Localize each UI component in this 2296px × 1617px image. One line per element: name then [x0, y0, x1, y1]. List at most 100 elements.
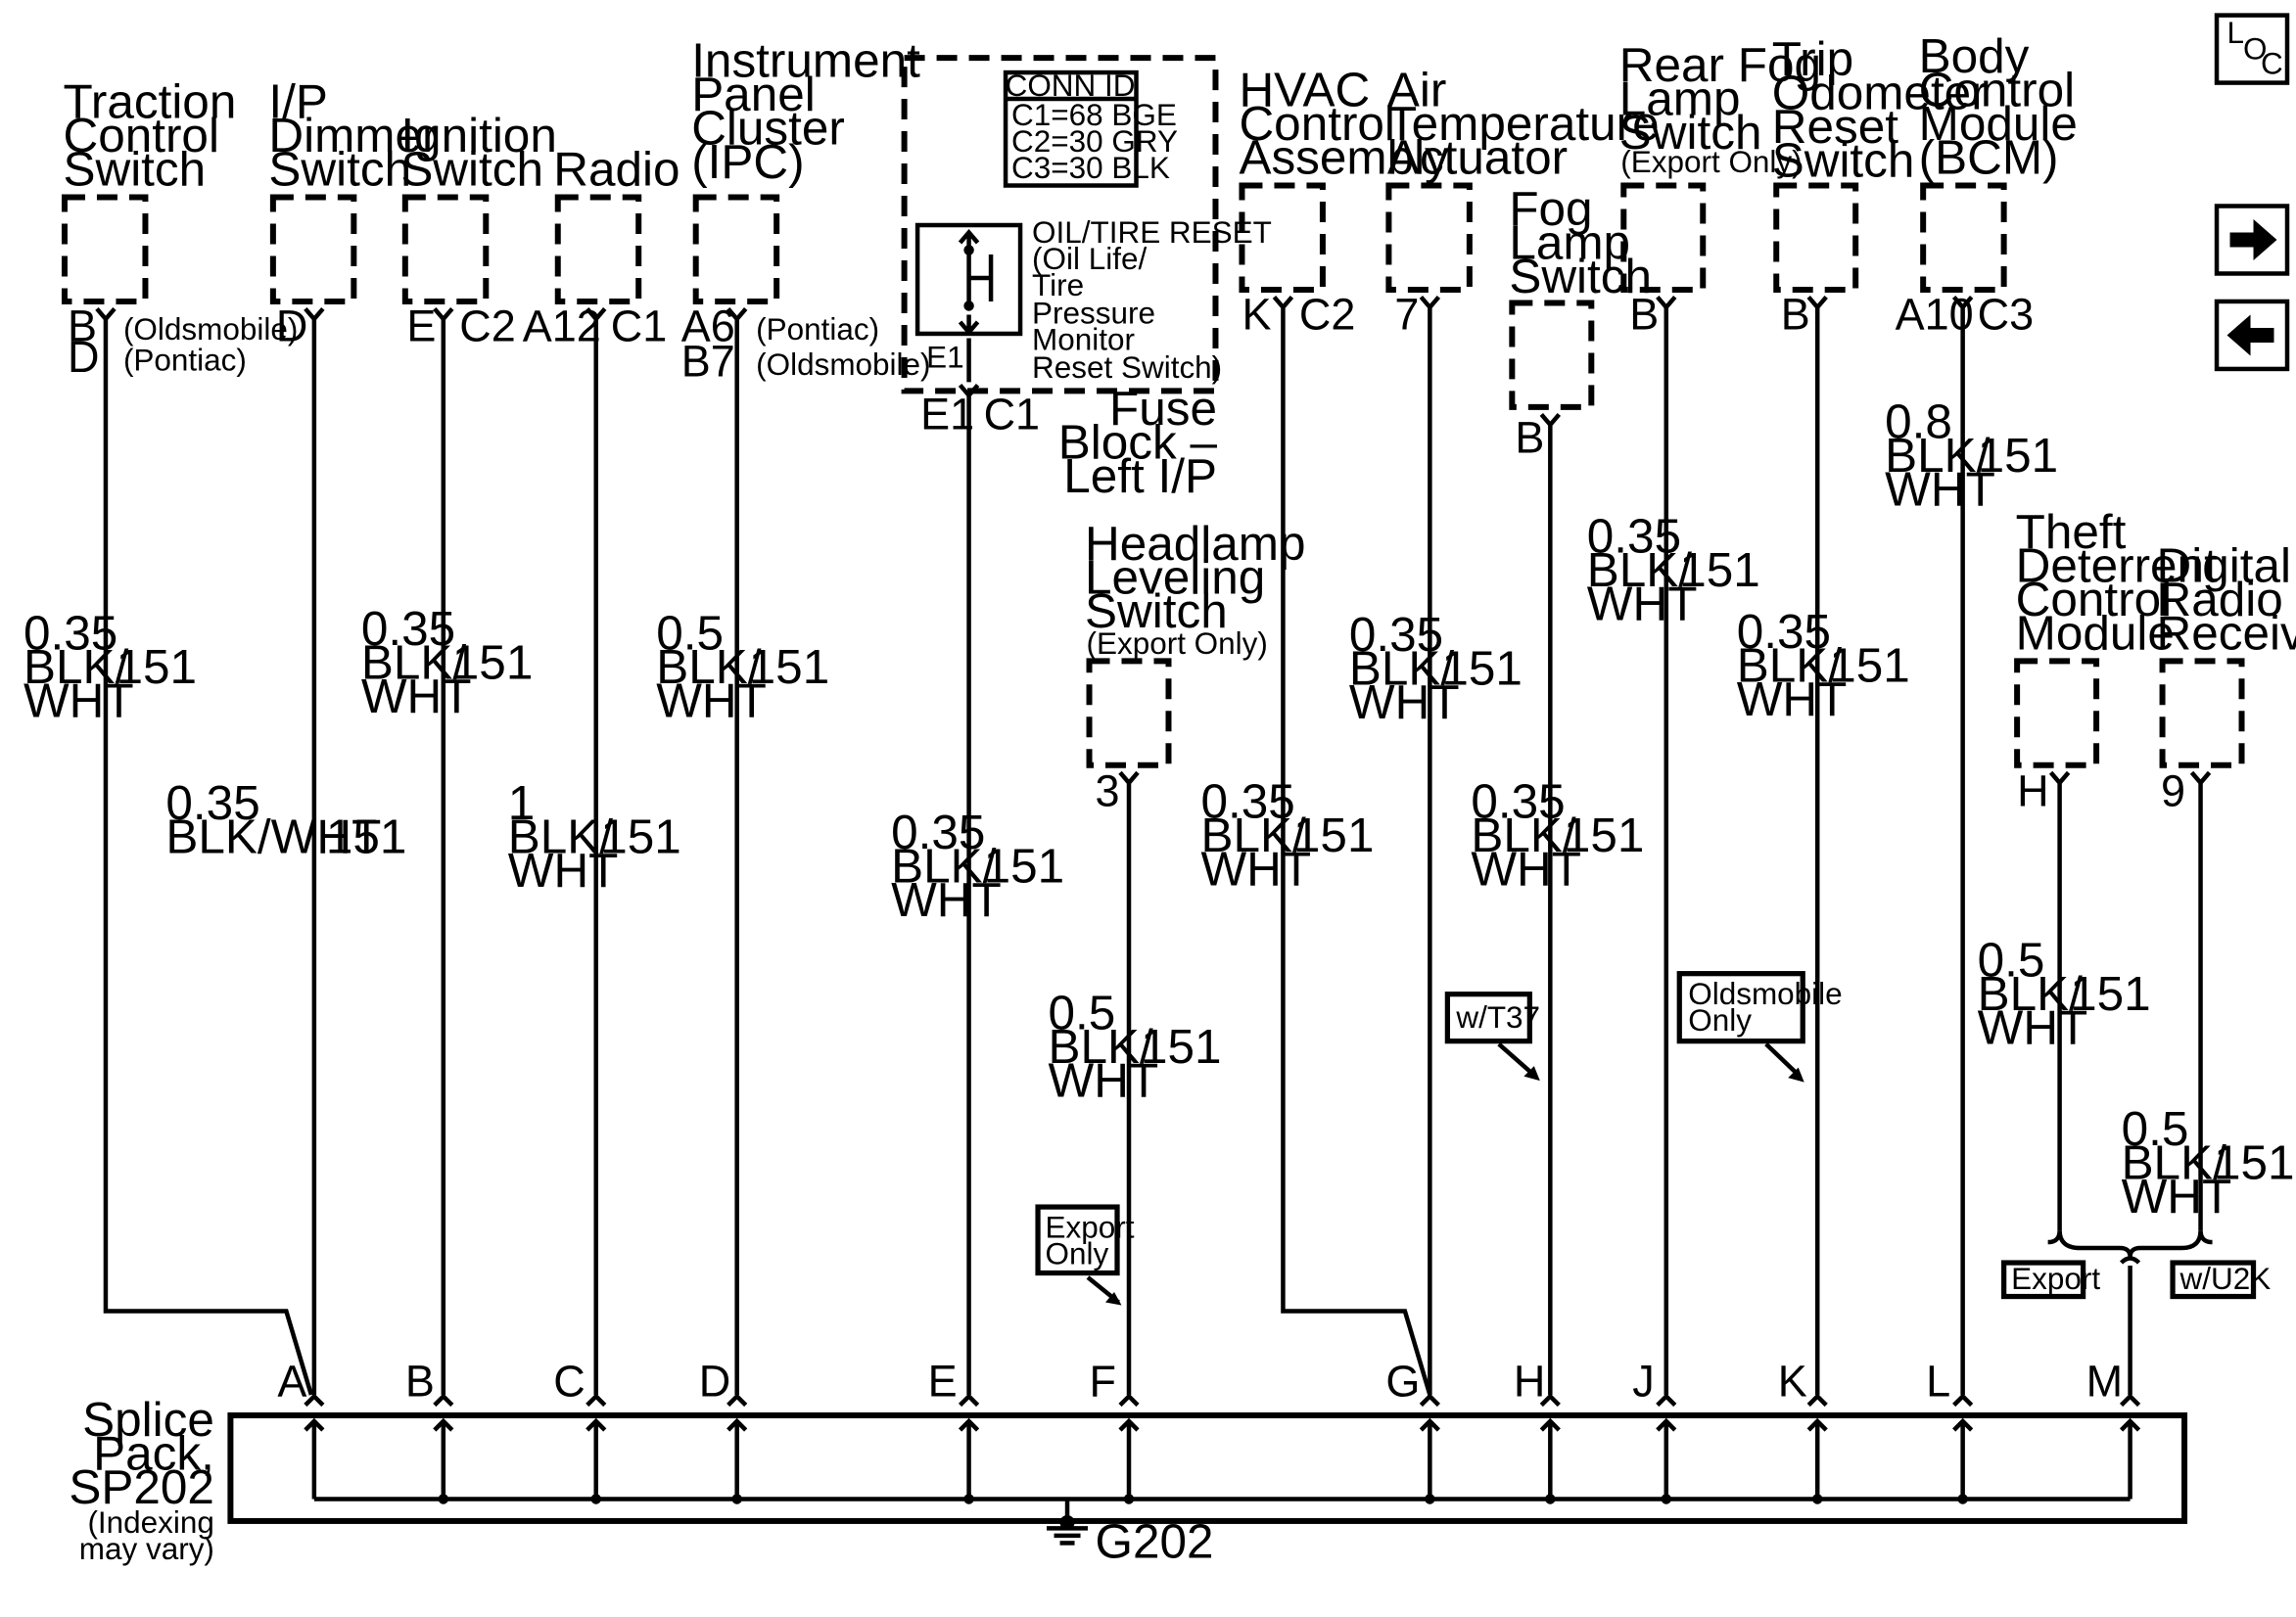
component-name-label: (BCM)	[1919, 131, 2059, 185]
splice-pack: Splice Pack, SP202 (Indexing may vary)	[69, 1393, 2188, 1566]
wire-spec-label: 0.35	[1471, 775, 1565, 829]
wire-spec-label: 0.35	[1349, 608, 1443, 662]
wire-spec-label: WHT	[1049, 1054, 1159, 1108]
wire-spec-label: BLK/	[1587, 543, 1693, 597]
arrow-right-icon	[2229, 219, 2277, 260]
option-tag-label: Only	[1688, 1003, 1752, 1038]
wire-spec-label: 0.35	[1737, 605, 1831, 659]
note-label: (Export Only)	[1087, 626, 1268, 661]
w-u2k-tag: w/U2K	[2170, 1260, 2272, 1300]
wire-spec-label: 0.5	[1978, 934, 2045, 988]
ip-dimmer-switch: I/P Dimmer Switch D 0.35 BLK/WHT 151	[165, 75, 439, 1395]
wire-spec-label: BLK/	[1200, 808, 1306, 862]
pin-label: B	[1629, 289, 1659, 339]
wire-spec-label: 0.5	[2122, 1102, 2189, 1156]
component-name-label: Temperature	[1387, 97, 1660, 151]
pin-label: B	[1515, 412, 1544, 462]
wire-spec-label: WHT	[1349, 675, 1460, 729]
pin-label: F	[1090, 1356, 1116, 1406]
option-tag-label: Only	[1046, 1237, 1109, 1271]
splice-pack-label: Splice	[82, 1393, 214, 1447]
component-name-label: Deterrent	[2016, 538, 2218, 592]
location-button[interactable]: L O C	[2214, 13, 2290, 85]
wire-spec-label: 0.35	[361, 602, 455, 656]
note-label: (Pontiac)	[756, 312, 879, 346]
wire-spec-label: BLK/	[656, 640, 762, 694]
loc-label: L	[2227, 16, 2245, 50]
hvac-control-assembly: HVAC Control Assembly K C2 0.35 BLK/ WHT…	[1200, 64, 1449, 1396]
pin-label: D	[276, 300, 307, 350]
component-name-label: Traction	[63, 75, 236, 129]
instrument-panel-cluster: Instrument Panel Cluster (IPC) A6 B7 (Po…	[656, 34, 931, 1395]
conn-id-label: CONN ID	[1006, 69, 1136, 103]
air-temperature-actuator: Air Temperature Actuator 7 0.35 BLK/ WHT…	[1349, 64, 1660, 1395]
component-name-label: Instrument	[691, 34, 920, 88]
connector-label: C2	[1299, 289, 1355, 339]
previous-page-button[interactable]	[2214, 299, 2290, 372]
connector-label: C2	[459, 300, 516, 350]
component-name-label: Control	[63, 109, 218, 162]
pin-label: H	[2017, 766, 2048, 816]
wire-spec-label: BLK/	[1471, 808, 1576, 862]
wire-spec-label: WHT	[1471, 843, 1581, 897]
component-name-label: Ignition	[400, 109, 557, 162]
circuit-number-label: 151	[984, 840, 1065, 894]
component-name-label: Rear Fog	[1619, 38, 1821, 92]
oil-tire-reset-switch: OIL/TIRE RESET (Oil Life/ Tire Pressure …	[914, 215, 1272, 385]
wire-spec-label: 0.35	[1200, 775, 1294, 829]
switch-description-label: Tire	[1032, 268, 1084, 302]
option-brace-m	[2047, 1229, 2213, 1395]
pin-label: B	[68, 300, 97, 350]
note-label: (Pontiac)	[123, 343, 247, 377]
wire-spec-label: 0.5	[1049, 987, 1116, 1040]
radio: Radio A12 C1 1 BLK/ WHT 151	[508, 143, 681, 1395]
wire-spec-label: WHT	[1587, 577, 1698, 630]
component-name-label: Digital	[2157, 538, 2291, 592]
wire-spec-label: 1	[508, 776, 536, 830]
pin-label: K	[1778, 1356, 1807, 1406]
component-name-label: Body	[1919, 29, 2030, 83]
wire-spec-label: BLK/	[1349, 641, 1455, 695]
fog-lamp-switch: Fog Lamp Switch B 0.35 BLK/ WHT 151 w/T3…	[1444, 182, 1652, 1395]
splice-bus-drops	[311, 1420, 2132, 1500]
circuit-number-label: 151	[1441, 641, 1523, 695]
component-name-label: Leveling	[1085, 550, 1265, 604]
connector-label: C1	[611, 300, 668, 350]
wire-spec-label: WHT	[361, 670, 472, 723]
conn-id-label: C2=30 GRY	[1011, 124, 1178, 159]
circuit-number-label: 151	[1978, 429, 2059, 483]
next-page-button[interactable]	[2214, 204, 2290, 276]
wire-spec-label: BLK/WHT	[165, 810, 381, 864]
pin-label: C	[553, 1356, 585, 1406]
option-tag-label: w/U2K	[2179, 1262, 2272, 1296]
wire-spec-label: WHT	[891, 873, 1002, 927]
component-name-label: Reset	[1772, 100, 1898, 154]
pin-label: D	[699, 1356, 730, 1406]
conn-id-label: C1=68 BGE	[1011, 98, 1177, 132]
component-name-label: Air	[1387, 64, 1446, 117]
pin-label: E	[928, 1356, 958, 1406]
circuit-number-label: 151	[600, 810, 681, 864]
switch-description-label: Reset Switch)	[1032, 350, 1222, 385]
component-name-label: Block –	[1058, 415, 1218, 469]
component-name-label: Control	[1239, 97, 1394, 151]
text-label: E1	[926, 340, 964, 374]
ground-g202: G202	[1047, 1499, 1214, 1568]
component-name-label: Control	[1919, 64, 2075, 117]
component-name-label: (IPC)	[691, 135, 804, 189]
component-name-label: Radio	[2157, 573, 2283, 626]
pin-label: D	[68, 332, 99, 382]
component-name-label: Radio	[553, 143, 679, 197]
export-tag: Export	[2001, 1260, 2100, 1300]
component-name-label: SP202	[69, 1460, 214, 1514]
loc-label: C	[2261, 47, 2283, 81]
pin-label: 7	[1394, 289, 1419, 339]
wire-spec-label: WHT	[2122, 1170, 2232, 1224]
pin-label: K	[1242, 289, 1271, 339]
pin-label: A10	[1896, 289, 1974, 339]
component-name-label: Fog	[1509, 182, 1592, 236]
export-only-tag: Export Only	[1035, 1204, 1135, 1306]
w-t37-tag: w/T37	[1444, 992, 1540, 1082]
wire-spec-label: 0.35	[1587, 509, 1681, 563]
switch-description-label: (Oil Life/	[1032, 242, 1147, 276]
